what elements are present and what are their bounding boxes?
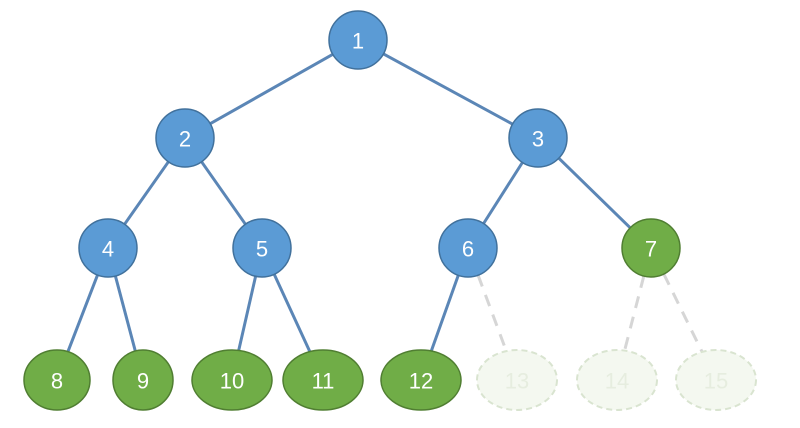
node-circle-13 <box>476 349 558 411</box>
node-circle-12 <box>380 349 462 411</box>
edge-7-15 <box>662 273 704 353</box>
node-circle-15 <box>675 349 757 411</box>
node-circle-11 <box>282 349 364 411</box>
tree-node-14: 14 <box>576 349 658 411</box>
edge-6-13 <box>476 274 508 352</box>
node-label-1: 1 <box>352 29 364 54</box>
edge-2-5 <box>200 160 247 226</box>
node-label-2: 2 <box>179 127 191 152</box>
node-label-7: 7 <box>645 237 657 262</box>
node-circle-10 <box>191 349 273 411</box>
node-circle-9 <box>112 349 174 411</box>
tree-node-10: 10 <box>191 349 273 411</box>
node-label-5: 5 <box>256 237 268 262</box>
node-label-6: 6 <box>462 237 474 262</box>
edge-1-2 <box>209 52 334 126</box>
edge-7-14 <box>623 275 646 351</box>
node-circle-8 <box>23 349 91 411</box>
edge-6-12 <box>429 274 460 352</box>
node-label-13: 13 <box>505 369 529 394</box>
edge-4-9 <box>113 275 137 352</box>
node-label-15: 15 <box>704 369 728 394</box>
node-label-3: 3 <box>532 127 544 152</box>
tree-node-5: 5 <box>232 218 292 278</box>
tree-node-4: 4 <box>78 218 138 278</box>
tree-node-9: 9 <box>112 349 174 411</box>
node-label-10: 10 <box>220 369 244 394</box>
edges-layer <box>66 52 704 353</box>
node-label-14: 14 <box>605 369 629 394</box>
node-circle-4 <box>78 218 138 278</box>
edge-4-8 <box>66 274 99 353</box>
node-circle-2 <box>155 108 215 168</box>
edge-3-6 <box>482 161 524 225</box>
node-circle-5 <box>232 218 292 278</box>
node-label-4: 4 <box>102 237 114 262</box>
edge-2-4 <box>123 160 170 226</box>
tree-node-2: 2 <box>155 108 215 168</box>
edge-5-10 <box>237 275 258 351</box>
node-circle-6 <box>438 218 498 278</box>
tree-node-1: 1 <box>328 10 388 70</box>
tree-node-6: 6 <box>438 218 498 278</box>
node-label-11: 11 <box>312 369 335 394</box>
edge-5-11 <box>272 273 312 353</box>
edge-3-7 <box>557 157 632 229</box>
node-circle-3 <box>508 108 568 168</box>
node-label-8: 8 <box>51 369 63 394</box>
tree-node-3: 3 <box>508 108 568 168</box>
node-circle-7 <box>621 218 681 278</box>
tree-node-7: 7 <box>621 218 681 278</box>
node-circle-1 <box>328 10 388 70</box>
node-label-9: 9 <box>137 369 149 394</box>
edge-1-3 <box>382 52 514 126</box>
tree-node-13: 13 <box>476 349 558 411</box>
node-circle-14 <box>576 349 658 411</box>
tree-node-15: 15 <box>675 349 757 411</box>
tree-node-12: 12 <box>380 349 462 411</box>
node-label-12: 12 <box>409 369 433 394</box>
tree-node-8: 8 <box>23 349 91 411</box>
tree-node-11: 11 <box>282 349 364 411</box>
